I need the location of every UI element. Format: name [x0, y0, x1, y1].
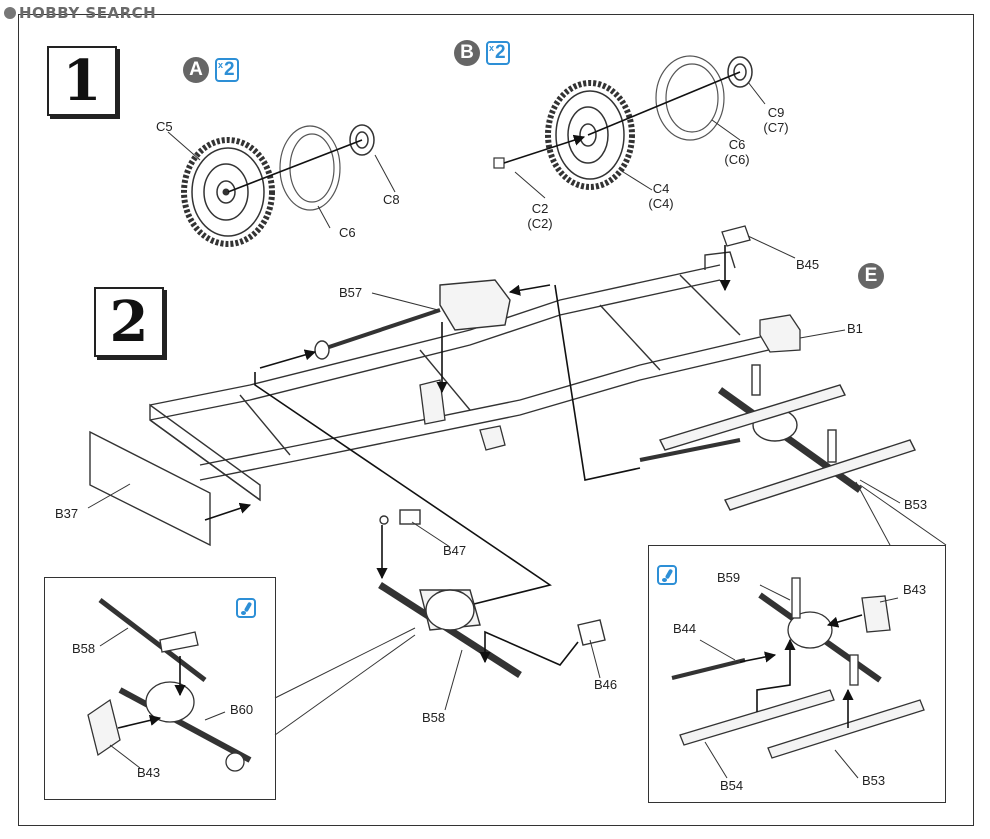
transfer-rear-line [554, 284, 641, 481]
label-c6-b-alt: (C6) [724, 152, 750, 167]
part-b45 [721, 225, 751, 247]
paint-brush-icon [657, 565, 677, 585]
label-c2: C2 [531, 201, 549, 216]
multiplier-a-count: 2 [224, 59, 235, 80]
watermark: HOBBY SEARCH [4, 4, 156, 22]
multiplier-b-x: x [489, 43, 495, 53]
inset-right-arrow-b43 [826, 614, 863, 628]
inset-right-arrow-b44 [739, 651, 777, 663]
inset-right-arrow-b54 [756, 638, 796, 712]
inset-left-label-b58: B58 [72, 641, 96, 656]
inset-right-detail [648, 545, 946, 803]
multiplier-b-count: 2 [495, 42, 506, 63]
inset-left-arrow-right [117, 714, 162, 729]
step-1-number: 1 [47, 46, 117, 116]
badge-a: A [183, 57, 209, 83]
front-axle-assembly [378, 509, 606, 678]
bumper-arrow [204, 502, 252, 521]
label-b1: B1 [847, 321, 863, 336]
label-c6-b: C6 [728, 137, 746, 152]
wheel-b-tire-half [655, 55, 725, 141]
leader-lines [87, 81, 947, 736]
label-b47: B47 [443, 543, 467, 558]
step-2-number: 2 [94, 287, 164, 357]
driveshaft-route [254, 372, 552, 606]
b46-route [479, 630, 579, 666]
label-c6-a: C6 [339, 225, 356, 240]
transfer-case [314, 279, 511, 360]
instruction-frame [18, 14, 974, 826]
wheel-b-nut [493, 157, 505, 169]
inset-right-label-b44: B44 [673, 621, 697, 636]
inset-left-detail [44, 577, 276, 800]
wheel-a-assembly-line [227, 139, 363, 193]
inset-right-label-b53: B53 [862, 773, 886, 788]
badge-e: E [858, 263, 884, 289]
inset-right-label-b59: B59 [717, 570, 741, 585]
label-b53: B53 [904, 497, 928, 512]
label-c2-alt: (C2) [527, 216, 553, 231]
label-c9: C9 [767, 105, 785, 120]
label-c5: C5 [156, 119, 173, 134]
watermark-text: HOBBY SEARCH [19, 4, 157, 22]
label-b58: B58 [422, 710, 446, 725]
label-b37: B37 [55, 506, 79, 521]
inset-right-parts [671, 577, 925, 759]
bumper-b37 [89, 430, 211, 547]
hobby-search-logo-icon [4, 7, 16, 19]
label-b57: B57 [339, 285, 363, 300]
inset-left-parts [87, 598, 252, 772]
label-c4-alt: (C4) [648, 196, 674, 211]
wheel-b-assembly-line [587, 71, 741, 136]
badge-b: B [454, 40, 480, 66]
rear-axle-assembly [639, 364, 916, 511]
label-c9-alt: (C7) [763, 120, 789, 135]
inset-right-leaders [699, 584, 899, 779]
inset-right-label-b54: B54 [720, 778, 744, 793]
transfer-case-arrow [508, 284, 551, 296]
inset-left-label-b60: B60 [230, 702, 254, 717]
label-b46: B46 [594, 677, 618, 692]
paint-brush-icon [236, 598, 256, 618]
label-c8: C8 [383, 192, 400, 207]
driveshaft-arrow [259, 349, 317, 369]
multiplier-a-x: x [218, 60, 224, 70]
inset-left-label-b43: B43 [137, 765, 161, 780]
inset-left-leaders [99, 627, 226, 769]
chassis-bracket [419, 314, 801, 451]
chassis-frame [149, 251, 791, 502]
label-c4: C4 [652, 181, 670, 196]
inset-right-label-b43: B43 [903, 582, 927, 597]
label-b45: B45 [796, 257, 820, 272]
wheel-b-nut-arrow [503, 134, 586, 164]
